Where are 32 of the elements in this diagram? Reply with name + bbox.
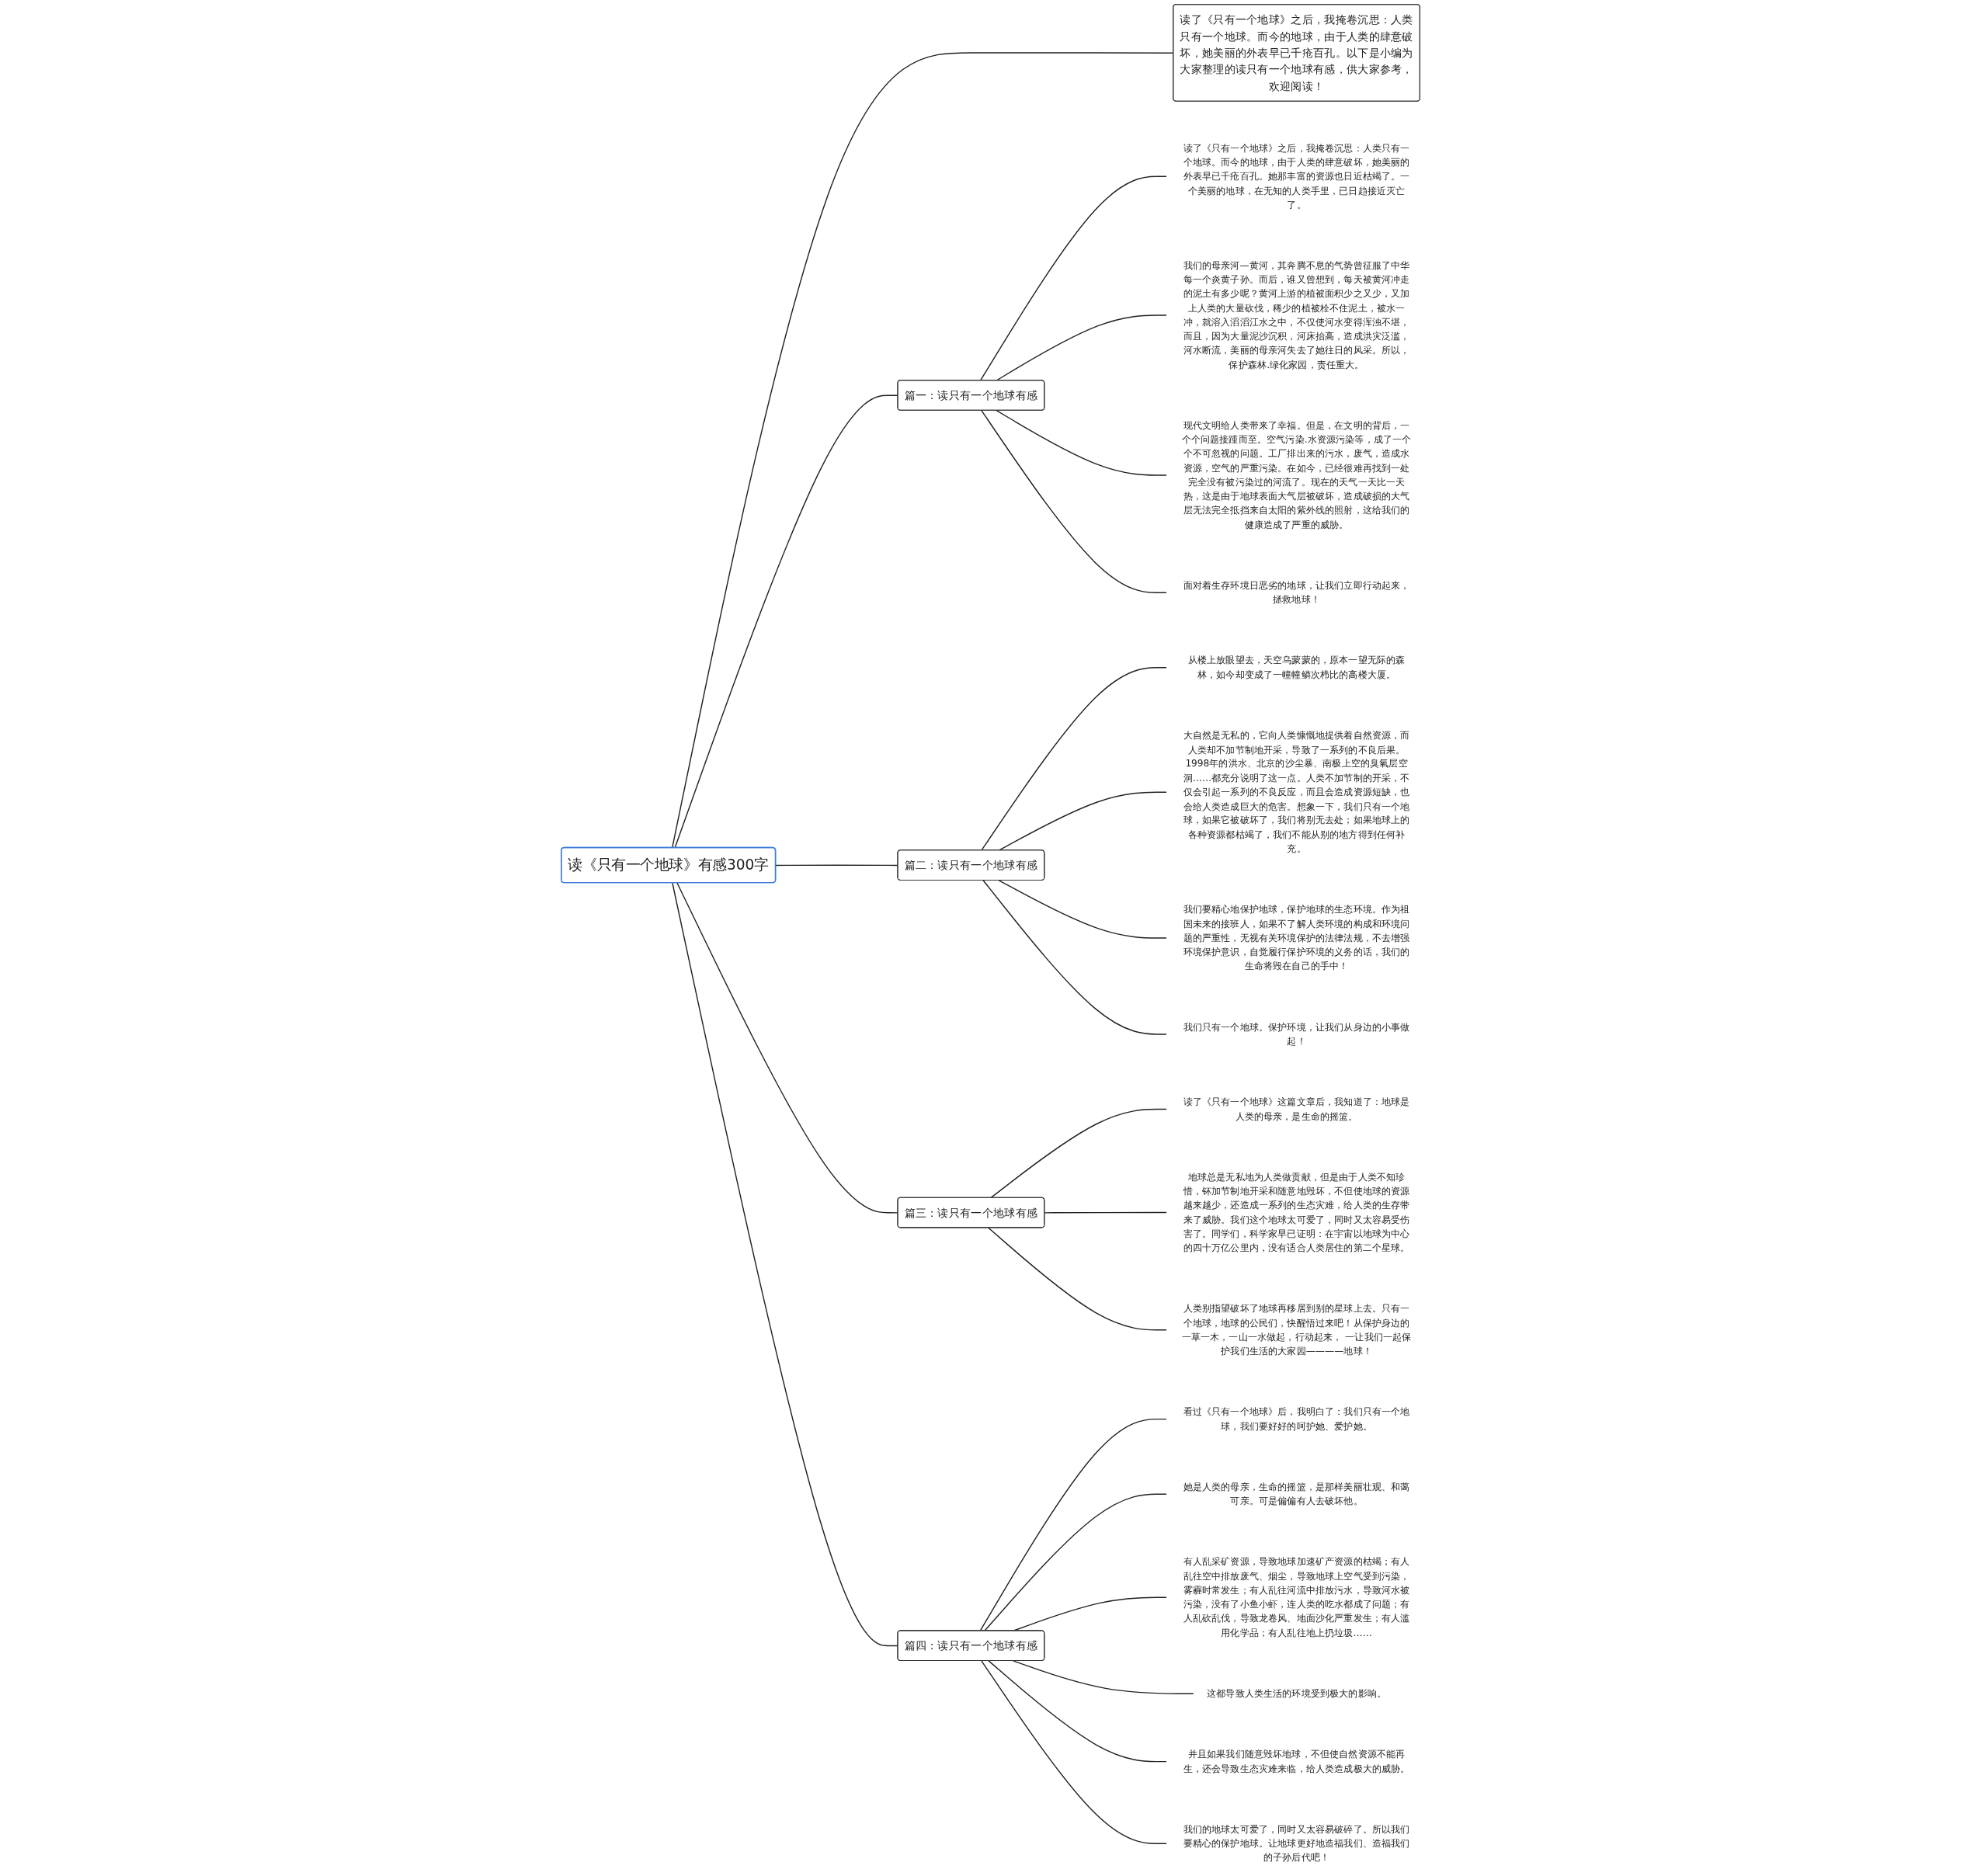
connector — [1044, 1211, 1168, 1214]
connector — [982, 880, 1168, 1035]
node-text: 读了《只有一个地球》这篇文章后，我知道了：地球是人类的母亲，是生命的摇篮。 — [1183, 1096, 1410, 1122]
node-text: 现代文明给人类带来了幸福。但是，在文明的背后，一个个问题接踵而至。空气污染.水资源污染等，成了一个个不可忽视的问题。工厂排出来的污水，废气，造成水资源，空气的严重污染。在如今，已经很难再找到一处完全没有被污染过的河流了。现在的天气一天比一天热，这是由于地球表面大气层被破坏，造成破损的大气层无法完全抵挡来自太阳的紫外线的照射，这给我们的健康造成了严重的威胁。 — [1181, 419, 1412, 530]
connector — [988, 1660, 1168, 1763]
connector — [988, 1227, 1168, 1331]
connector — [981, 409, 1168, 593]
connector — [996, 314, 1168, 381]
connector — [990, 1108, 1168, 1199]
connector — [1013, 1660, 1194, 1694]
node-text: 读了《只有一个地球》之后，我掩卷沉思：人类只有一个地球。而今的地球，由于人类的肆意破坏，她美丽的外表早已千疮百孔。她那丰富的资源也日近枯竭了。一个美丽的地球，在无知的人类手里，已日趋接近灭亡了。 — [1183, 142, 1410, 210]
node-text: 我们的母亲河—黄河，其奔腾不息的气势曾征服了中华每一个炎黄子孙。而后，谁又曾想到，每天被黄河冲走的泥土有多少呢？黄河上游的植被面积少之又少，又加上人类的大量砍伐，稀少的植被栓不住泥土，被水一冲，就溶入滔滔江水之中，不仅使河水变得浑浊不堪，而且，因为大量泥沙沉积，河床抬高，造成洪灾泛滥，河水断流，美丽的母亲河失去了她往日的风采。所以，保护森林.绿化家园，责任重大。 — [1183, 259, 1410, 370]
connector — [981, 1660, 1168, 1845]
node-text: 面对着生存环境日恶劣的地球，让我们立即行动起来，拯救地球！ — [1183, 579, 1410, 605]
connector — [980, 175, 1168, 381]
node-text: 并且如果我们随意毁坏地球，不但使自然资源不能再生，还会导致生态灾难来临，给人类造成极大的威胁。 — [1183, 1748, 1410, 1774]
node-text: 我们只有一个地球。保护环境，让我们从身边的小事做起！ — [1183, 1021, 1410, 1047]
node-text: 我们要精心地保护地球，保护地球的生态环境。作为祖国未来的接班人，如果不了解人类环境的构成和环境问题的严重性，无视有关环境保护的法律法规，不去增强环境保护意识，自觉履行保护环境的义务的话，我们的生命将毁在自己的手中！ — [1183, 903, 1410, 972]
connector — [981, 667, 1168, 851]
connector — [996, 409, 1168, 476]
node-text: 人类别指望破坏了地球再移居到别的星球上去。只有一个地球，地球的公民们，快醒悟过来吧！从保护身边的一草一木，一山一水做起，行动起来， 一让我们一起保护我们生活的大家园————地球！ — [1181, 1302, 1412, 1357]
node-text: 她是人类的母亲，生命的摇篮，是那样美丽壮观、和蔼可亲。可是偏偏有人去破坏他。 — [1183, 1481, 1410, 1506]
connector — [984, 1493, 1168, 1631]
node-text: 地球总是无私地为人类做贡献，但是由于人类不知珍惜，钚加节制地开采和随意地毁坏，不但使地球的资源越来越少，还造成一系列的生态灾难，给人类的生存带来了威胁。我们这个地球太可爱了，同时又太容易受伤害了。同学们，科学家早已证明：在宇宙以地球为中心的四十万亿公里内，没有适合人类居住的第二个星球。 — [1183, 1171, 1410, 1253]
node-text: 我们的地球太可爱了，同时又太容易破碎了。所以我们要精心的保护地球。让地球更好地造福我们、造福我们的子孙后代吧！ — [1183, 1823, 1410, 1864]
node-text: 从楼上放眼望去，天空乌蒙蒙的，原本一望无际的森林，如今却变成了一幢幢鳞次栉比的高楼大厦。 — [1187, 655, 1406, 680]
connector — [979, 1418, 1168, 1631]
node-text: 大自然是无私的，它向人类慷慨地提供着自然资源，而人类却不加节制地开采，导致了一系列的不良后果。1998年的洪水、北京的沙尘暴、南极上空的臭氧层空洞……都充分说明了这一点。人类不加节制的开采，不仅会引起一系列的不良反应，而且会造成资源短缺，也会给人类造成巨大的危害。想象一下，我们只有一个地球，如果它被破坏了，我们将别无去处；如果地球上的各种资源都枯竭了，我们不能从别的地方得到任何补充。 — [1183, 729, 1410, 854]
connector — [998, 880, 1168, 939]
node-text: 看过《只有一个地球》后，我明白了：我们只有一个地球，我们要好好的呵护她、爱护她。 — [1183, 1405, 1410, 1432]
node-text: 有人乱采矿资源，导致地球加速矿产资源的枯竭；有人乱往空中排放废气、烟尘，导致地球上空气受到污染，雾霾时常发生；有人乱往河流中排放污水，导致河水被污染，没有了小鱼小虾，连人类的吃水都成了问题；有人乱砍乱伐，导致龙卷风、地面沙化严重发生；有人滥用化学品；有人乱往地上扔垃圾…… — [1183, 1555, 1410, 1638]
node-text: 这都导致人类生活的环境受到极大的影响。 — [1207, 1687, 1387, 1699]
